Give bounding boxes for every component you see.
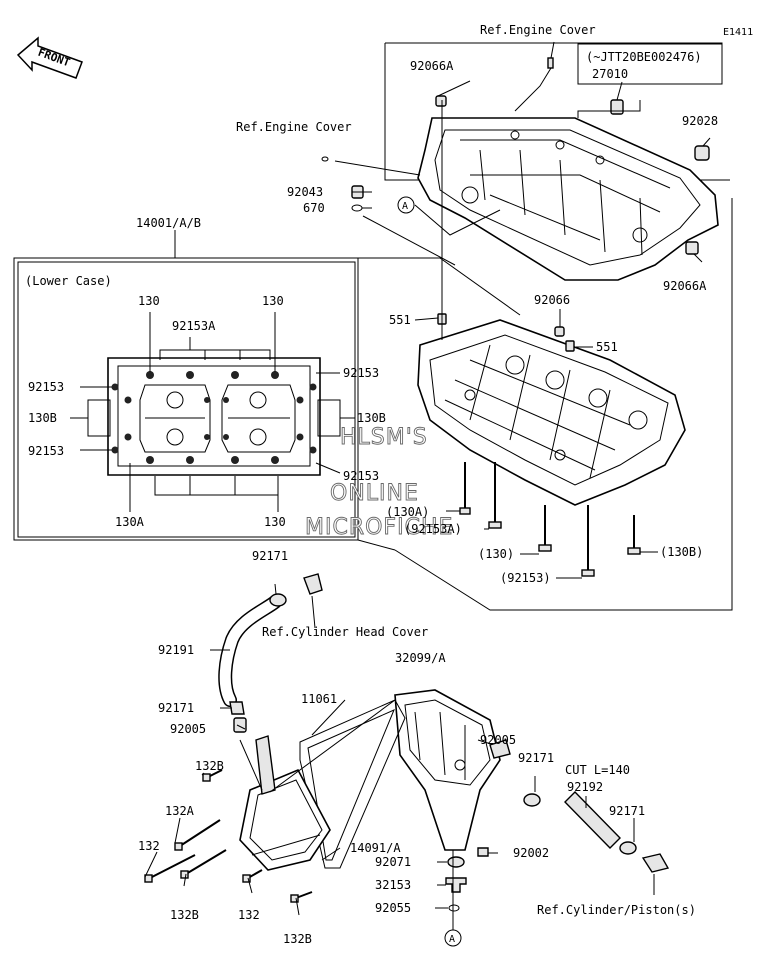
lower-case-plan-view — [87, 357, 341, 476]
label-lc-130b-r: 130B — [357, 411, 386, 425]
label-92005-right: 92005 — [480, 733, 516, 747]
label-ref-engine-cover-left: Ref.Engine Cover — [236, 120, 352, 134]
label-92192: 92192 — [567, 780, 603, 794]
svg-text:HLSM'S: HLSM'S — [340, 425, 428, 450]
label-132-mid: 132 — [238, 908, 260, 922]
label-b-130b: (130B) — [660, 545, 703, 559]
pan-bolts — [144, 769, 313, 903]
label-132b-top: 132B — [195, 759, 224, 773]
svg-text:MICROFICHE: MICROFICHE — [305, 515, 453, 540]
label-92191: 92191 — [158, 643, 194, 657]
label-92066a-top: 92066A — [410, 59, 454, 73]
label-14001: 14001/A/B — [136, 216, 201, 230]
label-92171-r2: 92171 — [609, 804, 645, 818]
label-92055: 92055 — [375, 901, 411, 915]
label-32153: 32153 — [375, 878, 411, 892]
label-132b-mid: 132B — [170, 908, 199, 922]
drain-parts — [445, 739, 670, 912]
oil-strainer-cover — [239, 735, 331, 871]
label-lc-130-a: 130 — [138, 294, 160, 308]
label-92002: 92002 — [513, 846, 549, 860]
crankcase-bolts — [459, 462, 641, 577]
label-lc-92153-rt: 92153 — [343, 366, 379, 380]
svg-text:A: A — [449, 934, 455, 945]
label-92043: 92043 — [287, 185, 323, 199]
front-arrow-icon: FRONT — [16, 36, 83, 79]
label-cut-length: CUT L=140 — [565, 763, 630, 777]
hose-assembly — [218, 573, 323, 733]
svg-text:A: A — [402, 201, 408, 212]
label-27010: 27010 — [592, 67, 628, 81]
diagram-id: E1411 — [723, 27, 753, 38]
label-lc-92153a: 92153A — [172, 319, 216, 333]
label-92005-left: 92005 — [170, 722, 206, 736]
svg-text:ONLINE: ONLINE — [330, 481, 419, 506]
label-132b-bot: 132B — [283, 932, 312, 946]
label-14091: 14091/A — [350, 841, 401, 855]
label-92028: 92028 — [682, 114, 718, 128]
label-ref-cyl-head-cover: Ref.Cylinder Head Cover — [262, 625, 428, 639]
label-lc-92153-lt: 92153 — [28, 380, 64, 394]
label-b-92153a: (92153A) — [404, 522, 462, 536]
label-lc-92153-rb: 92153 — [343, 469, 379, 483]
label-92171-mid: 92171 — [158, 701, 194, 715]
callout-a-bottom: A — [444, 929, 462, 947]
label-ref-cyl-piston: Ref.Cylinder/Piston(s) — [537, 903, 696, 917]
label-lc-130b-l: 130B — [28, 411, 57, 425]
label-92066a-right: 92066A — [663, 279, 707, 293]
label-92071: 92071 — [375, 855, 411, 869]
label-b-92153: (92153) — [500, 571, 551, 585]
label-ref-engine-cover-top: Ref.Engine Cover — [480, 23, 596, 37]
label-lc-130-bot: 130 — [264, 515, 286, 529]
label-551-left: 551 — [389, 313, 411, 327]
label-92066: 92066 — [534, 293, 570, 307]
label-551-right: 551 — [596, 340, 618, 354]
label-132a: 132A — [165, 804, 195, 818]
label-lc-130a: 130A — [115, 515, 145, 529]
label-670: 670 — [303, 201, 325, 215]
lower-crankcase — [417, 319, 686, 506]
label-serial-note: (~JTT20BE002476) — [586, 50, 702, 64]
label-11061: 11061 — [301, 692, 337, 706]
label-lc-130-b: 130 — [262, 294, 284, 308]
watermark: HLSM'S ONLINE MICROFICHE — [305, 425, 453, 541]
oil-pan — [394, 689, 501, 851]
label-92171-top: 92171 — [252, 549, 288, 563]
label-32099: 32099/A — [395, 651, 446, 665]
label-132-left: 132 — [138, 839, 160, 853]
label-lc-92153-lb: 92153 — [28, 444, 64, 458]
upper-crankcase — [417, 117, 719, 281]
callout-a-top: A — [397, 196, 415, 214]
label-92171-r1: 92171 — [518, 751, 554, 765]
label-b-130a: (130A) — [386, 505, 429, 519]
label-lower-case: (Lower Case) — [25, 274, 112, 288]
serial-box — [577, 43, 723, 85]
label-b-130: (130) — [478, 547, 514, 561]
